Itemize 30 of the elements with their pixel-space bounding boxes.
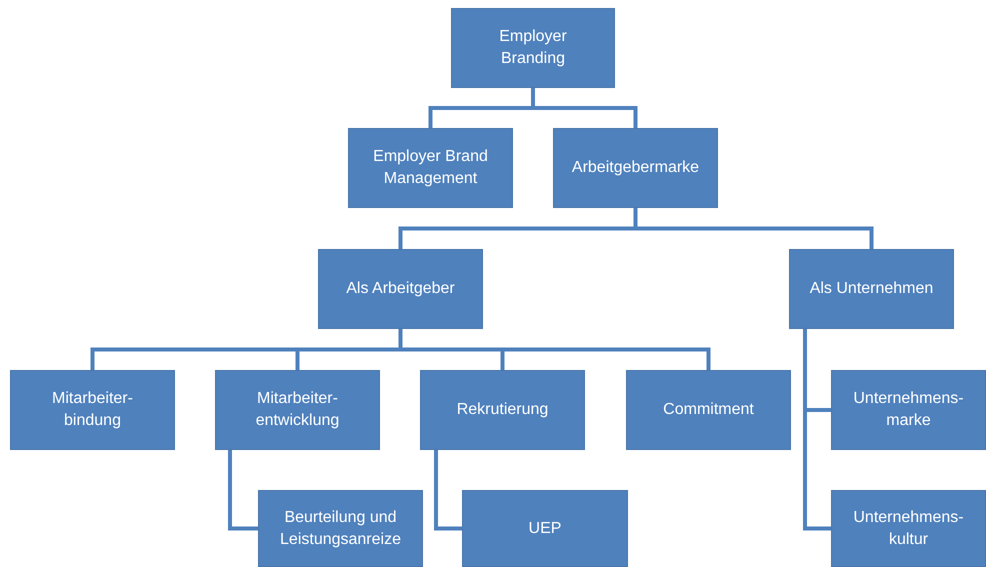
- org-box: [318, 249, 483, 329]
- box-label: Als Arbeitgeber: [346, 279, 455, 299]
- org-box: [831, 370, 986, 450]
- org-box: [553, 128, 718, 208]
- org-box: [451, 8, 615, 88]
- box-label: Beurteilung und Leistungsanreize: [279, 508, 402, 550]
- box-label: UEP: [528, 518, 562, 538]
- box-label: Unternehmens-marke: [852, 389, 965, 431]
- org-box: [420, 370, 585, 450]
- org-box: [10, 370, 175, 450]
- org-box: [626, 370, 791, 450]
- box-label: Mitarbeiter-bindung: [51, 389, 134, 431]
- box-label: Unternehmens-kultur: [852, 508, 965, 550]
- box-label: Employer Brand Management: [372, 147, 489, 189]
- org-box: [215, 370, 380, 450]
- connector-line: [434, 450, 462, 530]
- org-box: [348, 128, 513, 208]
- box-label: Commitment: [663, 400, 754, 420]
- org-box: [831, 490, 986, 567]
- connector-line: [803, 329, 831, 530]
- connector-line: [228, 450, 258, 530]
- connector-line: [634, 208, 874, 249]
- box-label: Arbeitgebermarke: [572, 158, 700, 178]
- box-label: Als Unternehmen: [810, 279, 934, 299]
- box-label: Employer Branding: [498, 27, 568, 69]
- box-label: Rekrutierung: [456, 400, 548, 420]
- org-box: [462, 490, 628, 567]
- org-box: [258, 490, 423, 567]
- box-label: Mitarbeiter-entwicklung: [254, 389, 340, 431]
- org-box: [789, 249, 954, 329]
